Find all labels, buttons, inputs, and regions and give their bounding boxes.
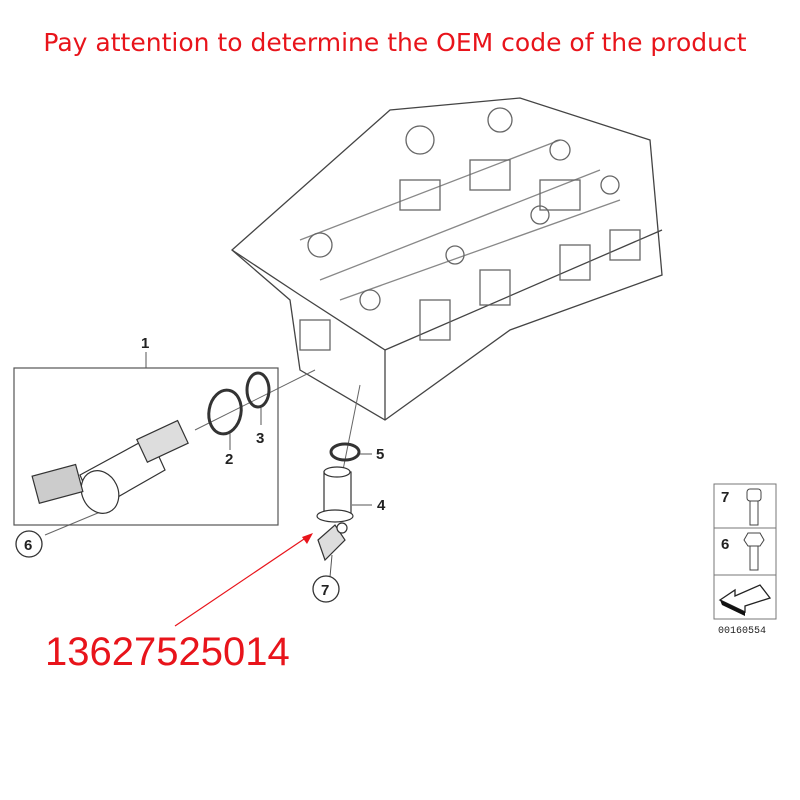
red-pointer-arrow (174, 533, 313, 627)
cylinder-head-drawing (231, 97, 663, 421)
callout-3: 3 (256, 430, 264, 447)
vanos-solenoid-valve (31, 419, 189, 514)
seal-ring-2 (207, 388, 243, 436)
fastener-legend: 7 6 00160554 (713, 483, 777, 637)
diagram-reference-number: 00160554 (718, 626, 766, 637)
socket-screw-icon (746, 488, 762, 526)
callout-6: 6 (24, 537, 32, 554)
assembly-lines (44, 369, 361, 536)
o-ring-3 (245, 371, 271, 409)
callout-2: 2 (225, 451, 233, 468)
camshaft-sensor (316, 466, 354, 562)
direction-arrow-icon (718, 584, 772, 616)
callout-5: 5 (376, 446, 384, 463)
page-title: Pay attention to determine the OEM code … (43, 28, 747, 57)
oem-code: 13627525014 (45, 630, 290, 674)
legend-item-7: 7 (721, 489, 729, 506)
legend-item-6: 6 (721, 536, 729, 553)
callout-1: 1 (141, 335, 149, 352)
callout-4: 4 (377, 497, 386, 514)
hex-bolt-icon (743, 532, 765, 571)
o-ring-5 (329, 442, 361, 462)
callout-7: 7 (321, 582, 329, 599)
